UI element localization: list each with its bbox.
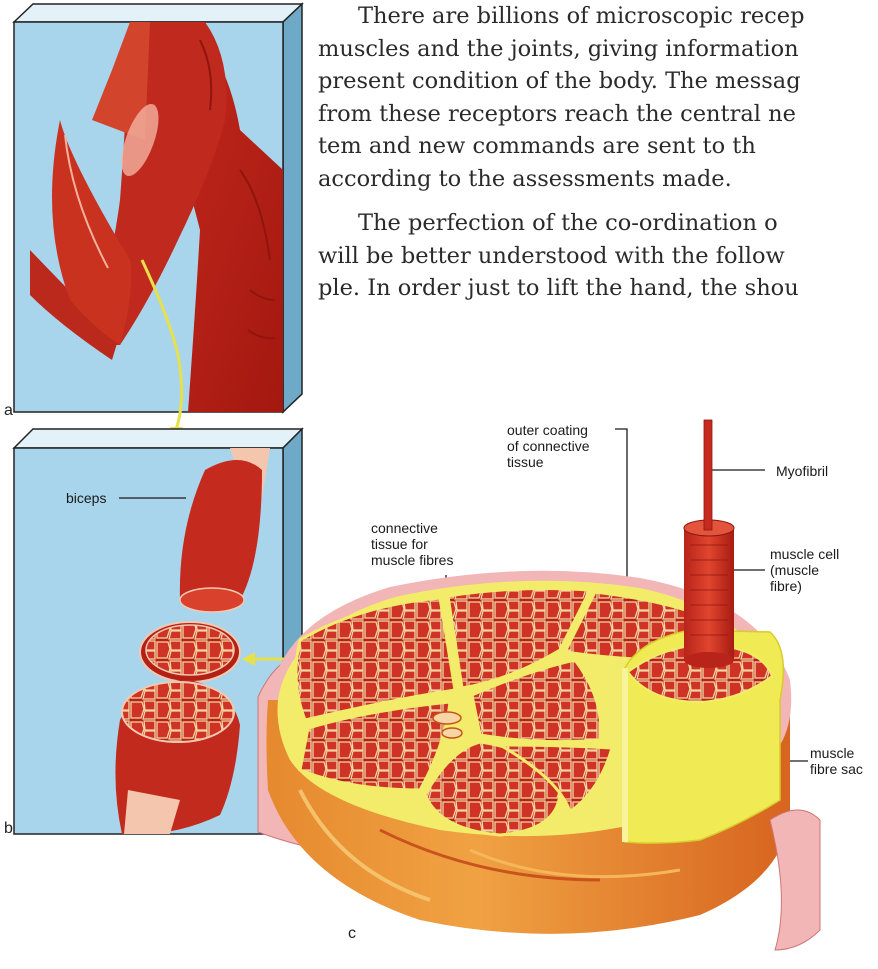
label-connective-tissue: connective tissue for muscle fibres [371, 520, 453, 568]
panel-label-c: c [348, 925, 356, 943]
panel-c [258, 420, 820, 950]
panel-a [14, 4, 302, 412]
label-muscle-cell: muscle cell (muscle fibre) [770, 546, 839, 594]
label-myofibril: Myofibril [776, 463, 828, 479]
panel-label-b: b [4, 820, 13, 838]
label-biceps: biceps [66, 490, 106, 506]
label-outer-coating: outer coating of connective tissue [507, 422, 590, 470]
label-muscle-fibre-sac: muscle fibre sac [810, 745, 863, 777]
panel-label-a: a [4, 402, 13, 420]
